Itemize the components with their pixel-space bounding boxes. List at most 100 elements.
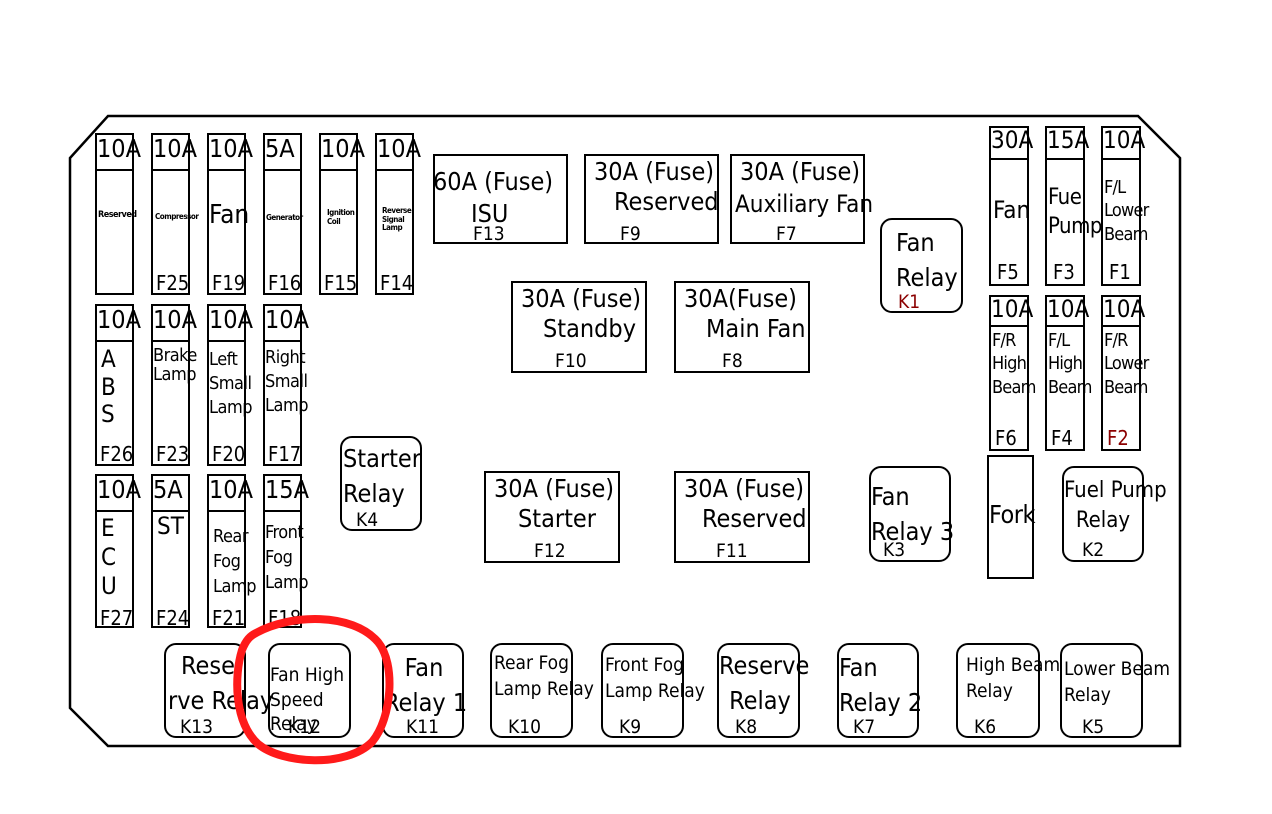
fuse-name: Ignition Coil (327, 208, 355, 226)
fuse-id: F17 (268, 442, 302, 466)
fuse-rating: 10A (1103, 127, 1145, 160)
fuse-id: F15 (324, 271, 358, 295)
relay-id: K12 (288, 716, 321, 738)
fuse-name: F/R High Beam (992, 330, 1036, 398)
fuse-f12: 30A (Fuse) Starter F12 (484, 471, 620, 563)
fuse-rating: 10A (153, 306, 197, 342)
relay-name: Reserve Relay (719, 651, 810, 715)
fuse-rating: 30A (Fuse) (494, 474, 615, 503)
fuse-f20: 10A Left Small Lamp F20 (207, 304, 253, 466)
relay-name: Starter Relay (343, 444, 422, 508)
relay-id: K7 (853, 716, 876, 738)
fuse-id: F11 (716, 540, 748, 562)
fuse-rating: 10A (1103, 296, 1145, 327)
relay-k12: Fan High Speed Relay K12 (268, 643, 351, 738)
relay-k11: Fan Relay 1 K11 (382, 643, 468, 738)
fuse-name: Right Small Lamp (265, 347, 309, 416)
fuse-rating: 30A (Fuse) (521, 284, 642, 313)
relay-id: K8 (735, 716, 758, 738)
fuse-name: Front Fog Lamp (265, 522, 309, 594)
fuse-f18: 15A Front Fog Lamp F18 (263, 474, 309, 630)
fuse-name: Auxiliary Fan (735, 190, 874, 218)
relay-k1: Fan Relay K1 (880, 218, 963, 313)
fuse-name: Fan (209, 200, 250, 230)
fuse-name: Left Small Lamp (209, 349, 253, 418)
fuse-id: F16 (268, 271, 302, 295)
fuse-name: Brake Lamp (153, 345, 197, 386)
fuse-rating: 10A (991, 296, 1033, 327)
fuse-id: F21 (212, 606, 246, 630)
fuse-name: F/L High Beam (1048, 330, 1092, 398)
fuse-f17: 10A Right Small Lamp F17 (263, 304, 309, 466)
fuse-rating: 15A (265, 476, 309, 512)
fuse-f27: 10A E C U F27 (95, 474, 141, 630)
fuse-f2: 10A F/R Lower Beam F2 (1101, 295, 1149, 451)
relay-id: K9 (619, 716, 642, 738)
fuse-f13: 60A (Fuse) ISU F13 (433, 154, 568, 244)
relay-id: K11 (406, 716, 439, 738)
fuse-rating: 15A (1047, 127, 1089, 160)
relay-name: Fan Relay 2 (839, 653, 923, 717)
fuse-name: F/R Lower Beam (1104, 330, 1149, 398)
fuse-name: Starter (518, 504, 597, 533)
fuse-f11: 30A (Fuse) Reserved F11 (674, 471, 810, 563)
fuse-name: Fuel Pump (1048, 185, 1102, 239)
fuse-f14: 10A Reverse Signal Lamp F14 (375, 133, 421, 295)
fuse-name: Compressor (155, 212, 199, 221)
relay-id: K5 (1082, 716, 1105, 738)
fuse-id: F20 (212, 442, 246, 466)
relay-name: Rear Fog Lamp Relay (494, 652, 594, 700)
fuse-name: Reserved (702, 504, 807, 533)
fuse-name: Standby (543, 314, 637, 343)
fuse-rating: 10A (97, 306, 141, 342)
relay-k6: High Beam Relay K6 (956, 643, 1060, 738)
fuse-f1: 10A F/L Lower Beam F1 (1101, 126, 1149, 286)
fuse-id: F27 (100, 606, 134, 630)
fuse-f6: 10A F/R High Beam F6 (989, 295, 1036, 451)
relay-id: K3 (883, 539, 906, 561)
fuse-id: F6 (995, 426, 1017, 450)
relay-name: Lower Beam Relay (1064, 658, 1170, 706)
fork-label: Fork (989, 500, 1036, 529)
fuse-name: Reverse Signal Lamp (382, 206, 412, 233)
fuse-name: Reserved (614, 187, 719, 216)
fuse-id: F18 (268, 606, 302, 630)
fuse-name: A B S (101, 345, 116, 429)
fuse-name: ISU (471, 199, 509, 228)
relay-id: K2 (1082, 539, 1105, 561)
fuse-f23: 10A Brake Lamp F23 (151, 304, 197, 466)
relay-k9: Front Fog Lamp Relay K9 (601, 643, 705, 738)
fuse-f16: 5A Generator F16 (263, 133, 303, 295)
fuse-f19: 10A Fan F19 (207, 133, 253, 295)
relay-id: K1 (898, 291, 921, 313)
relay-id: K6 (974, 716, 997, 738)
fuse-rating: 10A (377, 135, 421, 171)
fuse-f10: 30A (Fuse) Standby F10 (511, 281, 647, 373)
relay-name: Front Fog Lamp Relay (605, 654, 705, 702)
relay-id: K10 (508, 716, 541, 738)
fuse-id: F26 (100, 442, 134, 466)
fuse-f4: 10A F/L High Beam F4 (1045, 295, 1092, 451)
fuse-id: F19 (212, 271, 246, 295)
fuse-rating: 10A (97, 476, 141, 512)
fuse-f7: 30A (Fuse) Auxiliary Fan F7 (730, 154, 873, 244)
fuse-rating: 5A (265, 135, 300, 171)
fuse-rating: 30A (Fuse) (594, 157, 715, 186)
fuse-rating: 10A (209, 135, 253, 171)
fuse-name: Fan (993, 196, 1031, 224)
fuse-id: F9 (620, 223, 641, 245)
fuse-id: F8 (722, 350, 743, 372)
fuse-rating: 10A (265, 306, 309, 342)
fuse-f24: 5A ST F24 (151, 474, 190, 629)
relay-k7: Fan Relay 2 K7 (837, 643, 923, 738)
relay-name: Fan Relay 1 (384, 653, 468, 717)
fuse-id: F4 (1051, 426, 1073, 450)
relay-k3: Fan Relay 3 K3 (869, 466, 954, 562)
fork-slot: Fork (987, 455, 1036, 579)
fuse-f8: 30A(Fuse) Main Fan F8 (674, 281, 810, 373)
fuse-id: F12 (534, 540, 566, 562)
fuse-name: Generator (266, 213, 303, 222)
fuse-id: F5 (997, 260, 1019, 284)
fuse-id: F2 (1107, 426, 1129, 450)
